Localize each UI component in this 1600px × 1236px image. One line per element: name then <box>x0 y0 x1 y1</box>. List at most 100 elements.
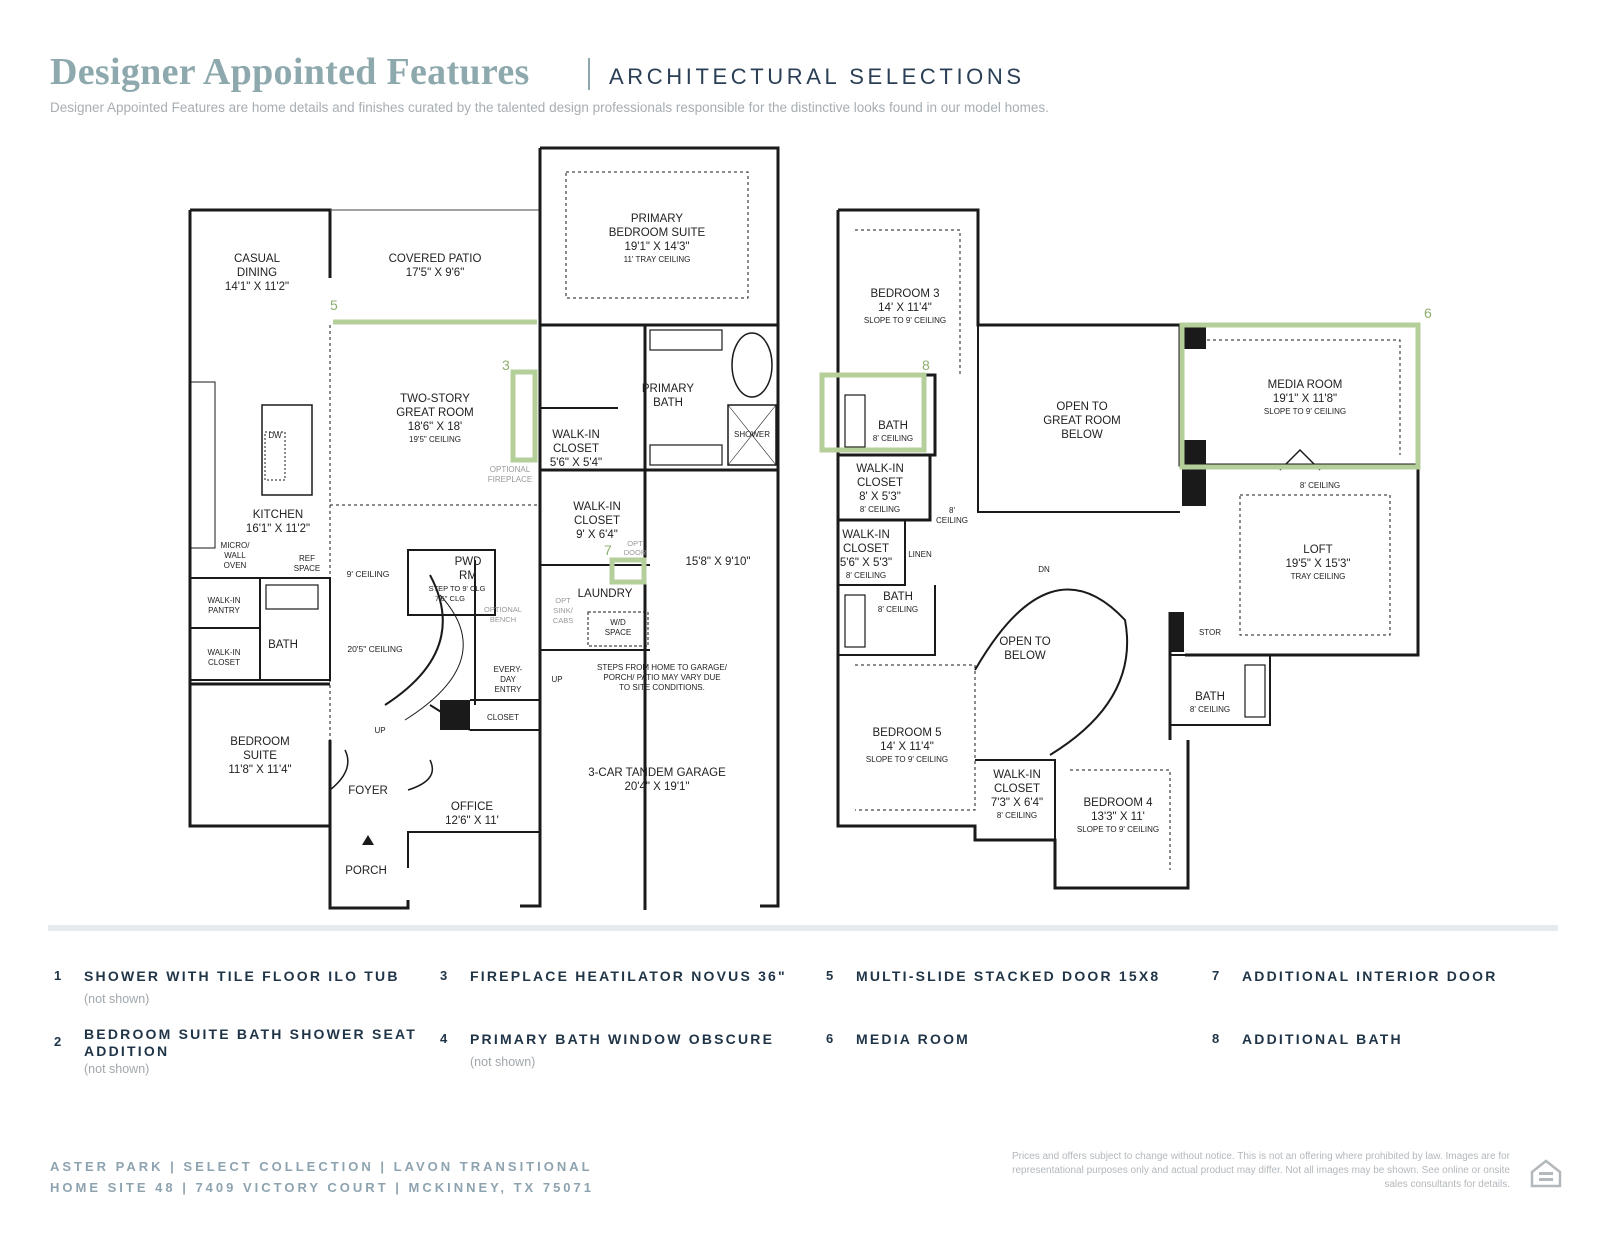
highlight-3 <box>510 369 538 463</box>
media-dash <box>1195 339 1401 455</box>
label-step: STEP TO 9' CLG <box>429 584 486 593</box>
stair-outer <box>384 574 444 706</box>
highlight-6 <box>1179 322 1421 470</box>
wall-wic-a <box>838 455 932 522</box>
label-8ft-ceiling-b: 8'CEILING <box>936 506 968 525</box>
page-description: Designer Appointed Features are home det… <box>50 100 1049 115</box>
wall-bath8 <box>838 373 937 457</box>
label-linen: LINEN <box>908 550 932 559</box>
label-garage-dim: 15'8" X 9'10" <box>686 556 751 568</box>
label-stor: STOR <box>1199 628 1221 637</box>
wall-closet-small <box>470 699 541 731</box>
counter-left <box>190 381 216 549</box>
feature-note: (not shown) <box>84 992 150 1006</box>
feature-label: MULTI-SLIDE STACKED DOOR 15X8 <box>856 968 1161 984</box>
feature-label: ADDITIONAL BATH <box>1242 1031 1403 1047</box>
wall-office-bottom <box>407 831 540 868</box>
equal-housing-icon <box>1530 1159 1562 1188</box>
wall-block <box>1182 327 1206 349</box>
marker-6: 6 <box>1424 305 1432 321</box>
label-76-clg: 7'6" CLG <box>435 594 465 603</box>
feature-label: PRIMARY BATH WINDOW OBSCURE <box>470 1031 775 1047</box>
feature-number: 5 <box>826 968 834 983</box>
wall-garage-left <box>520 148 542 908</box>
feature-number: 1 <box>54 968 62 983</box>
br5-dash <box>855 664 976 811</box>
wall-bath-small <box>260 577 331 681</box>
feature-number: 8 <box>1212 1031 1220 1046</box>
door-swing <box>407 759 434 791</box>
highlight-8 <box>819 372 927 453</box>
wall-right-outer <box>540 146 780 908</box>
dishwasher <box>264 431 286 481</box>
tray-ceiling <box>565 171 749 299</box>
porch-arrow <box>362 835 374 845</box>
stair-2 <box>974 588 1129 756</box>
label-205-ceiling: 20'5" CEILING <box>347 644 402 654</box>
label-dn: DN <box>1038 565 1050 574</box>
wall-block <box>1170 612 1184 652</box>
feature-note: (not shown) <box>84 1062 150 1076</box>
wall-block <box>1182 440 1206 464</box>
wall-left-2 <box>836 210 1190 890</box>
foyer-door <box>329 749 349 791</box>
wall-block <box>1182 466 1206 506</box>
feature-label: BEDROOM SUITE BATH SHOWER SEAT <box>84 1026 418 1042</box>
wall-wic-b <box>838 520 906 586</box>
footer-disclaimer: Prices and offers subject to change with… <box>1011 1151 1510 1190</box>
label-closet: CLOSET <box>487 713 519 722</box>
label-9ft-ceiling: 9' CEILING <box>347 569 390 579</box>
marker-3: 3 <box>502 357 510 373</box>
wd-space <box>587 611 649 647</box>
label-laundry: LAUNDRY <box>578 588 633 600</box>
title-separator <box>588 58 590 90</box>
label-up: UP <box>551 675 562 684</box>
page-subtitle: ARCHITECTURAL SELECTIONS <box>609 64 1025 89</box>
feature-number: 2 <box>54 1034 62 1049</box>
section-divider <box>48 925 1558 931</box>
footer-community: ASTER PARK | SELECT COLLECTION | LAVON T… <box>50 1159 593 1174</box>
loft-tray <box>1239 494 1391 636</box>
feature-label: MEDIA ROOM <box>856 1031 971 1047</box>
feature-label: FIREPLACE HEATILATOR NOVUS 36" <box>470 968 787 984</box>
label-foyer: FOYER <box>348 785 388 797</box>
br3-dash <box>855 229 961 375</box>
feature-number: 3 <box>440 968 448 983</box>
wall-wic-c <box>975 759 1056 840</box>
wall-closet2 <box>540 468 647 910</box>
wall-open <box>977 325 1180 513</box>
shower-stall <box>727 404 777 466</box>
feature-label-line2: ADDITION <box>84 1043 170 1059</box>
feature-label: ADDITIONAL INTERIOR DOOR <box>1242 968 1498 984</box>
label-shower: SHOWER <box>734 430 770 439</box>
label-porch: PORCH <box>345 865 387 877</box>
